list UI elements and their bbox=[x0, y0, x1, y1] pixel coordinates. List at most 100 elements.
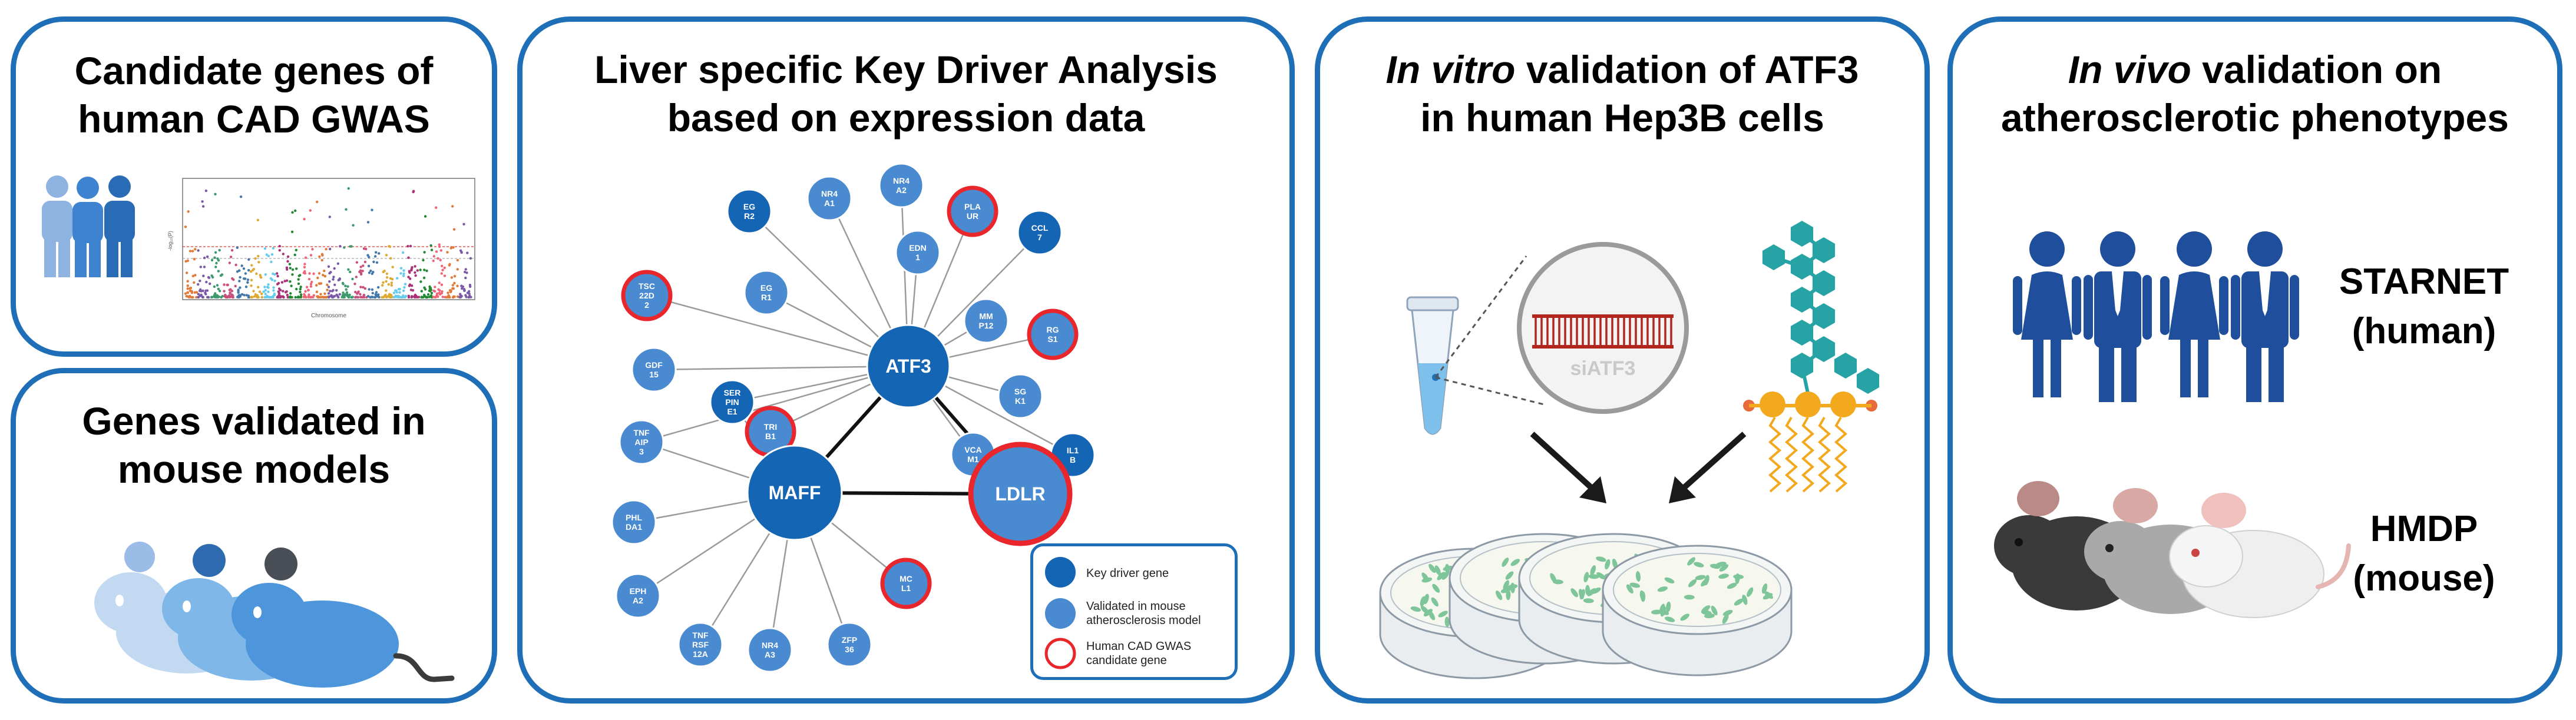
network-node-circle bbox=[726, 188, 772, 234]
invitro-title-italic: In vitro bbox=[1385, 48, 1516, 91]
manhattan-point bbox=[244, 286, 248, 288]
manhattan-point bbox=[447, 291, 449, 294]
manhattan-point bbox=[432, 296, 435, 298]
legend-validated-label-2: atherosclerosis model bbox=[1086, 614, 1201, 627]
network-node-circle bbox=[963, 298, 1009, 344]
manhattan-point bbox=[407, 276, 410, 278]
network-node-label: 36 bbox=[845, 645, 854, 654]
network-node-circle bbox=[895, 230, 941, 276]
manhattan-point bbox=[201, 205, 205, 208]
manhattan-point bbox=[410, 267, 413, 271]
manhattan-point bbox=[355, 276, 358, 278]
manhattan-point bbox=[216, 284, 219, 287]
manhattan-point bbox=[299, 296, 302, 298]
manhattan-point bbox=[338, 293, 341, 296]
manhattan-point bbox=[304, 256, 307, 259]
manhattan-point bbox=[343, 293, 346, 296]
manhattan-point bbox=[243, 294, 246, 297]
sirna-magnifier: siATF3 bbox=[1517, 242, 1689, 414]
tube-icon bbox=[1406, 296, 1459, 435]
manhattan-point bbox=[189, 287, 191, 290]
manhattan-point bbox=[289, 267, 292, 270]
manhattan-point bbox=[228, 295, 232, 298]
man-icon bbox=[2084, 231, 2152, 402]
hub-node-atf3: ATF3 bbox=[866, 324, 951, 409]
network-node-label: P12 bbox=[979, 321, 994, 330]
manhattan-point bbox=[453, 281, 456, 285]
manhattan-point bbox=[366, 221, 370, 224]
manhattan-point bbox=[371, 291, 374, 295]
manhattan-point bbox=[362, 264, 365, 267]
network-node-label: PIN bbox=[725, 397, 739, 407]
manhattan-point bbox=[229, 291, 232, 294]
network-node-label: A2 bbox=[633, 596, 643, 605]
manhattan-point bbox=[409, 244, 412, 248]
manhattan-point bbox=[197, 293, 200, 296]
manhattan-point bbox=[385, 296, 388, 298]
manhattan-point bbox=[303, 266, 306, 268]
network-node-label: VCA bbox=[964, 445, 982, 454]
network-node-label: K1 bbox=[1015, 396, 1026, 406]
invivo-title: In vivo validation on atherosclerotic ph… bbox=[1953, 45, 2557, 142]
manhattan-point bbox=[197, 283, 200, 286]
manhattan-point bbox=[412, 190, 415, 193]
manhattan-point bbox=[230, 249, 234, 252]
manhattan-point bbox=[204, 293, 207, 296]
manhattan-point bbox=[333, 267, 336, 270]
panel-key-driver-analysis: Liver specific Key Driver Analysis based… bbox=[517, 16, 1295, 704]
network-node-circle bbox=[743, 270, 789, 316]
manhattan-point bbox=[429, 244, 432, 247]
manhattan-point bbox=[286, 255, 290, 258]
manhattan-point bbox=[450, 276, 454, 279]
manhattan-point bbox=[201, 200, 204, 203]
manhattan-point bbox=[210, 296, 214, 298]
manhattan-point bbox=[299, 290, 302, 294]
manhattan-point bbox=[438, 243, 441, 246]
manhattan-point bbox=[354, 290, 357, 294]
manhattan-point bbox=[262, 290, 265, 293]
manhattan-point bbox=[339, 245, 342, 248]
manhattan-point bbox=[451, 287, 454, 290]
manhattan-point bbox=[345, 208, 348, 211]
manhattan-point bbox=[328, 215, 331, 218]
manhattan-point bbox=[322, 274, 325, 277]
manhattan-point bbox=[355, 296, 358, 298]
manhattan-point bbox=[402, 272, 405, 276]
manhattan-point bbox=[451, 205, 454, 208]
manhattan-point bbox=[371, 296, 374, 298]
network-node-label: A1 bbox=[824, 198, 835, 208]
manhattan-point bbox=[260, 292, 263, 296]
network-node-label: A3 bbox=[765, 650, 775, 659]
manhattan-point bbox=[309, 285, 313, 288]
network-node-label: 2 bbox=[644, 300, 649, 310]
legend-key-label: Key driver gene bbox=[1086, 567, 1169, 580]
manhattan-point bbox=[329, 290, 332, 293]
mouse-title-line2: mouse models bbox=[117, 447, 391, 491]
network-node-label: DA1 bbox=[626, 522, 642, 532]
manhattan-point bbox=[203, 266, 206, 268]
manhattan-point bbox=[303, 272, 306, 275]
manhattan-point bbox=[320, 253, 324, 256]
manhattan-point bbox=[206, 289, 209, 292]
manhattan-point bbox=[342, 291, 345, 294]
manhattan-point bbox=[201, 296, 204, 298]
manhattan-point bbox=[402, 274, 405, 277]
manhattan-point bbox=[217, 270, 220, 273]
invivo-title-line2: atherosclerotic phenotypes bbox=[2001, 96, 2509, 140]
manhattan-point bbox=[440, 283, 444, 286]
manhattan-point bbox=[332, 288, 335, 292]
manhattan-point bbox=[438, 281, 441, 284]
manhattan-point bbox=[195, 296, 198, 299]
manhattan-point bbox=[342, 283, 345, 286]
manhattan-point bbox=[441, 296, 444, 298]
network-node-label: B bbox=[1070, 455, 1076, 464]
manhattan-point bbox=[290, 296, 293, 299]
manhattan-point bbox=[207, 276, 210, 279]
manhattan-point bbox=[425, 296, 428, 299]
invitro-title-line2: in human Hep3B cells bbox=[1420, 96, 1824, 140]
manhattan-point bbox=[185, 295, 188, 298]
manhattan-point bbox=[309, 283, 313, 286]
manhattan-point bbox=[408, 283, 412, 286]
manhattan-point bbox=[254, 257, 257, 260]
